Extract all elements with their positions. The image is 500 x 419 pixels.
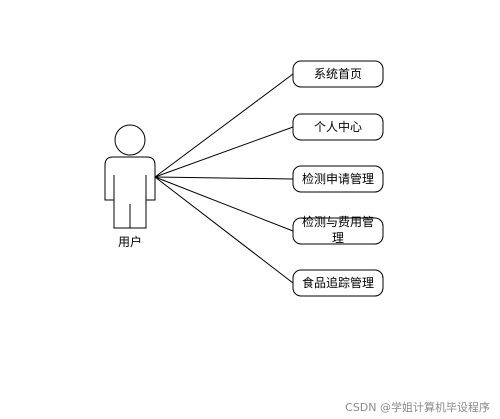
use-case-test-application: 检测申请管理 (292, 165, 384, 193)
associations (154, 73, 294, 284)
association-line-1 (154, 73, 294, 178)
association-line-2 (154, 126, 294, 178)
association-line-5 (154, 176, 294, 284)
use-case-label: 检测申请管理 (302, 171, 374, 186)
use-case-box (292, 269, 384, 297)
use-case-label: 系统首页 (314, 67, 362, 81)
use-case-food-tracking: 食品追踪管理 (292, 269, 384, 297)
use-case-box (292, 165, 384, 193)
actor-body (104, 156, 156, 229)
actor-head (114, 124, 146, 156)
use-case-box (292, 217, 384, 245)
use-case-label-line-2: 理 (332, 231, 344, 245)
actor-label: 用户 (118, 234, 142, 249)
association-line-4 (154, 176, 294, 232)
use-case-label: 食品追踪管理 (302, 275, 374, 290)
actor-user (104, 124, 156, 229)
watermark: CSDN @学姐计算机毕设程序 (345, 400, 490, 414)
use-case-box (292, 60, 384, 88)
use-case-test-and-fee: 检测与费用管 理 (292, 214, 384, 245)
use-case-system-home: 系统首页 (292, 60, 384, 88)
use-case-label: 个人中心 (314, 119, 362, 134)
association-line-3 (154, 176, 294, 180)
use-case-personal-center: 个人中心 (292, 113, 384, 141)
use-case-box (292, 113, 384, 141)
use-case-label-line-1: 检测与费用管 (302, 214, 374, 229)
